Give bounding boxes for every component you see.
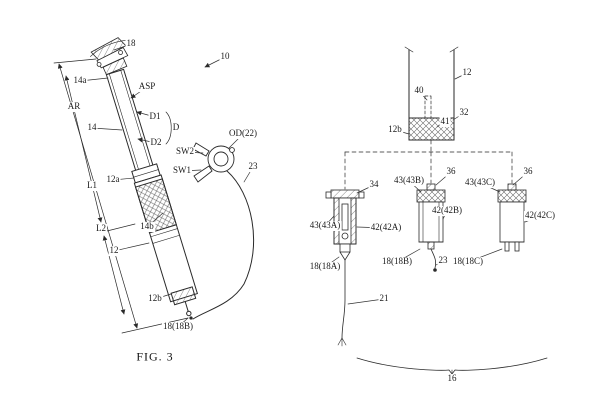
- lower-tube: [133, 174, 199, 303]
- cable-23-short: [430, 248, 437, 269]
- ref-label-left-23: 23: [247, 161, 259, 172]
- ref-label-left-OD(22): OD(22): [228, 128, 258, 139]
- ref-label-right-42(42A): 42(42A): [369, 222, 403, 233]
- ref-label-left-D1: D1: [148, 111, 162, 122]
- ref-label-right-42(42B): 42(42B): [431, 205, 463, 216]
- ref-label-left-14b: 14b: [139, 221, 155, 232]
- left-figure: [53, 37, 255, 334]
- ref-label-left-ASP: ASP: [137, 81, 157, 92]
- assembly-A: [325, 189, 365, 347]
- remote-lever: [192, 142, 235, 183]
- ref-label-right-42(42C): 42(42C): [524, 210, 556, 221]
- ref-label-right-32: 32: [458, 107, 470, 118]
- slot-40: [424, 95, 432, 119]
- ref-label-right-40: 40: [413, 85, 425, 96]
- ref-label-left-SW2: SW2: [175, 146, 195, 157]
- ref-label-right-36: 36: [522, 166, 534, 177]
- ref-label-left-SW1: SW1: [172, 165, 192, 176]
- dim-L1: [64, 75, 103, 223]
- lever-paddle-lower: [193, 165, 213, 183]
- ref-label-left-12a: 12a: [105, 174, 121, 185]
- ref-label-left-AR: AR: [66, 101, 82, 112]
- ref-label-right-23: 23: [437, 255, 449, 266]
- ref-label-right-18(18C): 18(18C): [452, 256, 484, 267]
- ref-label-right-43(43A): 43(43A): [308, 220, 342, 231]
- ref-label-right-43(43C): 43(43C): [464, 177, 496, 188]
- dim-L2: [102, 235, 126, 315]
- ref-label-left-18: 18: [125, 38, 137, 49]
- assembly-C: [497, 183, 527, 252]
- ref-label-right-34: 34: [368, 179, 380, 190]
- ref-label-left-L1: L1: [86, 180, 98, 191]
- ref-label-right-12: 12: [461, 67, 473, 78]
- assembly-B: [416, 183, 446, 272]
- ref-label-right-21: 21: [378, 293, 390, 304]
- ref-label-left-12: 12: [108, 245, 120, 256]
- ref-label-right-36: 36: [445, 166, 457, 177]
- exploded-connectors: [344, 139, 513, 190]
- ref-label-left-L2: L2: [95, 223, 107, 234]
- leader-left-12: [113, 242, 150, 252]
- dim-D-brace: [165, 111, 172, 145]
- bottom-cap: [170, 286, 197, 317]
- control-cable: [192, 170, 255, 320]
- ref-label-right-18(18B): 18(18B): [381, 256, 413, 267]
- ref-label-left-12b: 12b: [147, 293, 163, 304]
- ref-label-right-12b: 12b: [387, 124, 403, 135]
- ref-label-right-18(18A): 18(18A): [308, 261, 342, 272]
- ref-label-right-16: 16: [446, 373, 458, 384]
- figure-caption: FIG. 3: [134, 349, 176, 365]
- ref-label-left-18(18B): 18(18B): [162, 321, 194, 332]
- ref-label-left-14a: 14a: [72, 75, 88, 86]
- right-figure: [325, 46, 548, 375]
- lever-paddle-upper: [192, 142, 210, 157]
- ref-label-left-14: 14: [86, 122, 98, 133]
- leader-right-21: [347, 298, 385, 305]
- ref-label-right-43(43B): 43(43B): [393, 175, 425, 186]
- ref-label-left-D2: D2: [149, 137, 163, 148]
- ref-label-left-D: D: [171, 122, 181, 133]
- ref-label-left-10: 10: [219, 51, 231, 62]
- cable-21: [341, 259, 346, 339]
- ref-label-right-41: 41: [439, 116, 451, 127]
